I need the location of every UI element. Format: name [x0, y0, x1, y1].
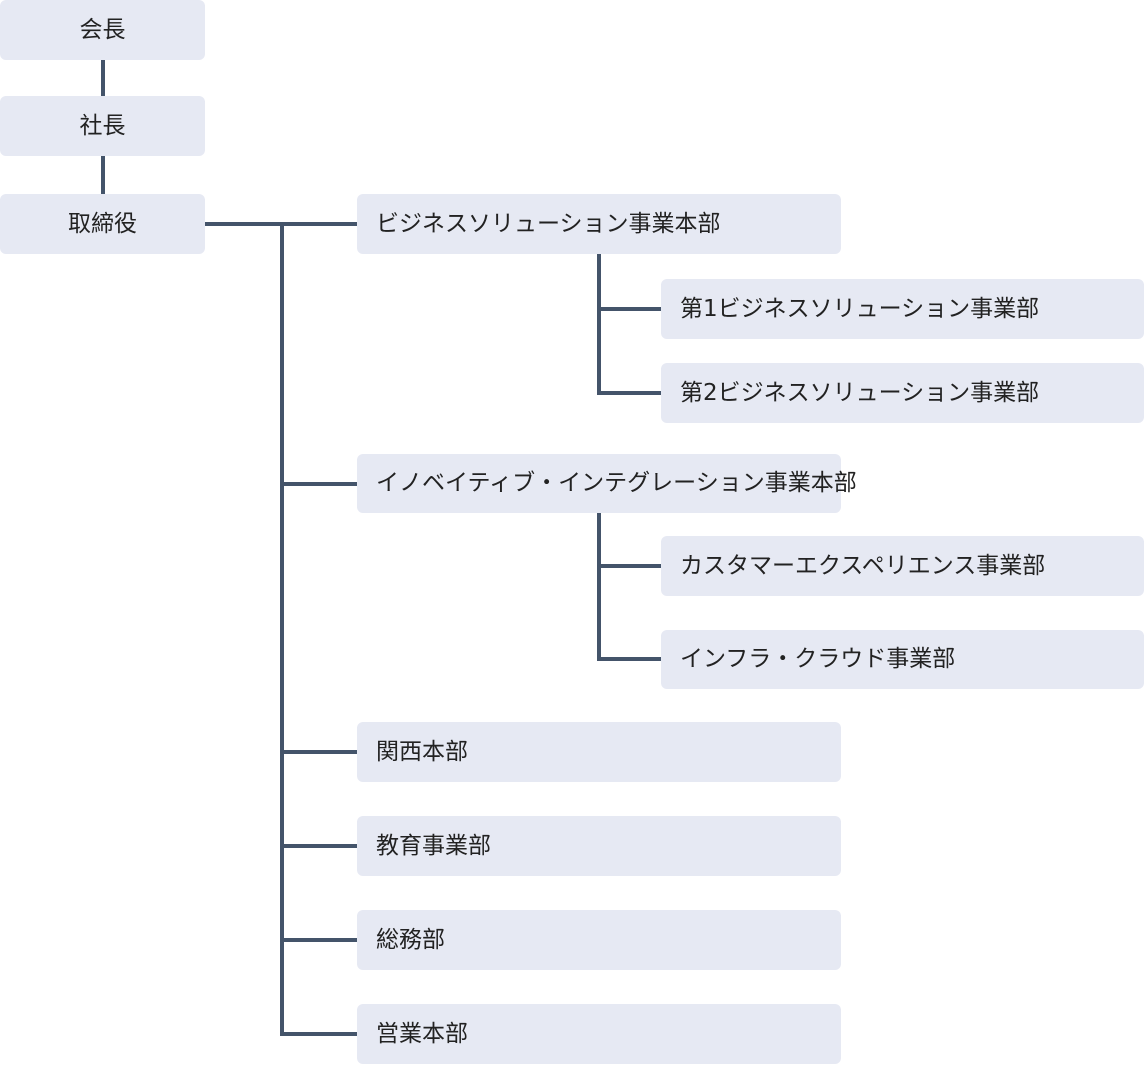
chairman-label: 会長 — [79, 16, 126, 43]
department-box-business-solutions-1: 第1ビジネスソリューション事業部 — [661, 279, 1144, 339]
president-box: 社長 — [0, 96, 205, 156]
department-label: カスタマーエクスペリエンス事業部 — [680, 552, 1046, 579]
directors-box: 取締役 — [0, 194, 205, 254]
directors-label: 取締役 — [68, 210, 137, 237]
department-box-business-solutions-2: 第2ビジネスソリューション事業部 — [661, 363, 1144, 423]
division-label: 関西本部 — [376, 738, 468, 765]
division-box-education: 教育事業部 — [357, 816, 841, 876]
division-box-kansai: 関西本部 — [357, 722, 841, 782]
department-label: 第2ビジネスソリューション事業部 — [680, 379, 1040, 406]
division-label: 営業本部 — [376, 1020, 468, 1047]
division-label: 教育事業部 — [376, 832, 491, 859]
department-label: 第1ビジネスソリューション事業部 — [680, 295, 1040, 322]
president-label: 社長 — [79, 112, 126, 139]
division-box-business-solutions: ビジネスソリューション事業本部 — [357, 194, 841, 254]
chairman-box: 会長 — [0, 0, 205, 60]
department-box-customer-experience: カスタマーエクスペリエンス事業部 — [661, 536, 1144, 596]
division-label: イノベイティブ・インテグレーション事業本部 — [376, 470, 857, 496]
division-box-general-affairs: 総務部 — [357, 910, 841, 970]
division-label: 総務部 — [376, 926, 445, 953]
department-box-infra-cloud: インフラ・クラウド事業部 — [661, 630, 1144, 689]
division-label: ビジネスソリューション事業本部 — [376, 210, 721, 237]
department-label: インフラ・クラウド事業部 — [680, 646, 956, 672]
division-box-sales: 営業本部 — [357, 1004, 841, 1064]
division-box-innovative-integration: イノベイティブ・インテグレーション事業本部 — [357, 454, 857, 513]
